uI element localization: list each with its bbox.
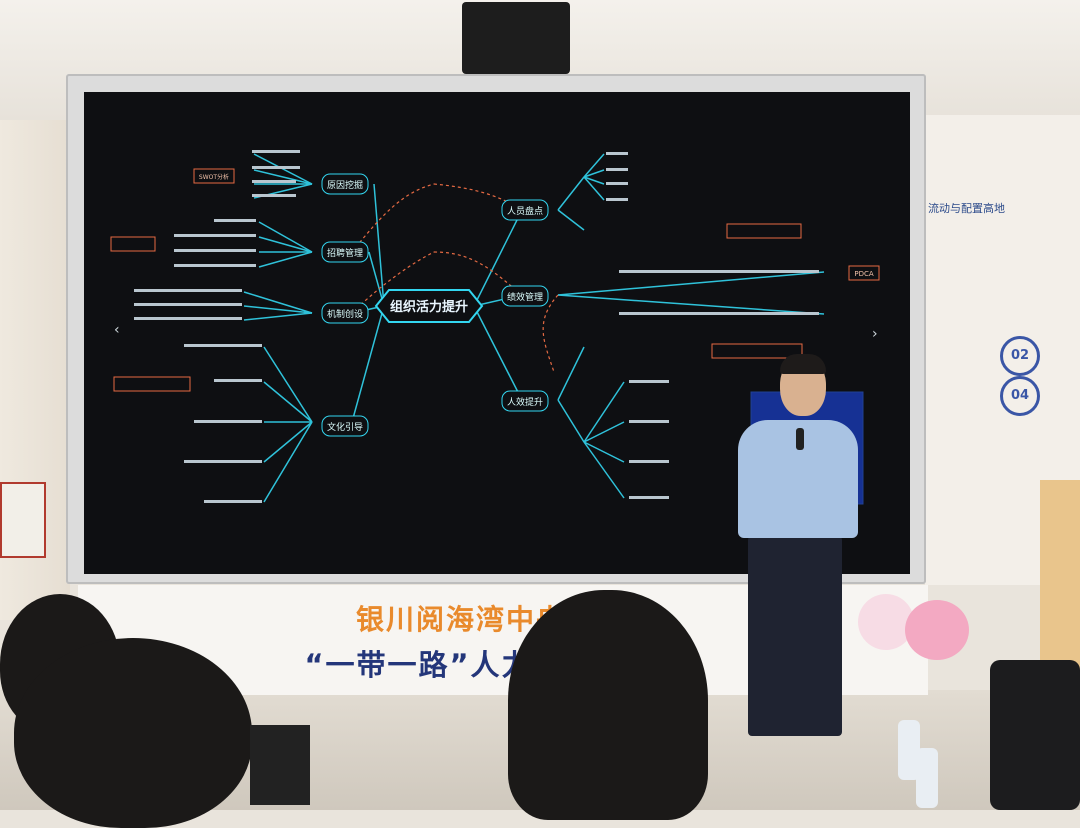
slide-prev-arrow[interactable]: ‹: [114, 322, 120, 338]
slide-next-arrow[interactable]: ›: [872, 326, 878, 342]
speaker-legs: [748, 536, 842, 736]
water-bottle: [898, 720, 920, 780]
mindmap-branch-4-label: 文化引导: [327, 421, 363, 433]
mindmap-center-label: 组织活力提升: [390, 299, 468, 315]
water-bottle-2: [916, 748, 938, 808]
mindmap-branch-2-label: 招聘管理: [327, 247, 363, 259]
balloon-pink: [905, 600, 969, 660]
loudspeaker: [462, 2, 570, 74]
wall-badge-02-label: 02: [1010, 348, 1030, 363]
wall-badge-02: 02: [1000, 336, 1040, 376]
microphone-icon: [796, 428, 804, 450]
mindmap-tag-swot-label: SWOT分析: [199, 173, 229, 181]
audience-head-3: [508, 590, 708, 820]
mindmap-branch-5-label: 人员盘点: [507, 205, 543, 217]
mindmap-branch-6-label: 绩效管理: [507, 291, 543, 303]
mindmap-branch-1-label: 原因挖掘: [327, 179, 363, 191]
wall-panel-title: 流动与配置高地: [928, 202, 1005, 215]
mindmap-branch-3-label: 机制创设: [327, 308, 363, 320]
mindmap-branch-3: 机制创设: [321, 302, 369, 324]
mindmap-branch-5: 人员盘点: [501, 199, 549, 221]
mindmap-branch-1: 原因挖掘: [321, 173, 369, 195]
mindmap-tag-swot: SWOT分析: [193, 168, 235, 184]
wall-plaque: [0, 482, 46, 558]
mindmap-tag-pdca: PDCA: [848, 265, 880, 281]
mindmap-branch-6: 绩效管理: [501, 285, 549, 307]
mindmap-branch-7: 人效提升: [501, 390, 549, 412]
podium: [1040, 480, 1080, 690]
mindmap-leaf-texts: [134, 150, 819, 503]
seated-person-right: [990, 660, 1080, 810]
speaker-hair: [780, 354, 826, 374]
mindmap-center-node: 组织活力提升: [374, 289, 484, 323]
mindmap-branch-7-label: 人效提升: [507, 396, 543, 408]
monitor-left: [250, 725, 310, 805]
audience-head-2: [14, 638, 252, 828]
balloon-light: [858, 594, 914, 650]
wall-badge-04-label: 04: [1010, 388, 1030, 403]
wall-badge-04: 04: [1000, 376, 1040, 416]
mindmap-branch-4: 文化引导: [321, 415, 369, 437]
mindmap-branch-2: 招聘管理: [321, 241, 369, 263]
mindmap-tag-pdca-label: PDCA: [854, 270, 873, 278]
